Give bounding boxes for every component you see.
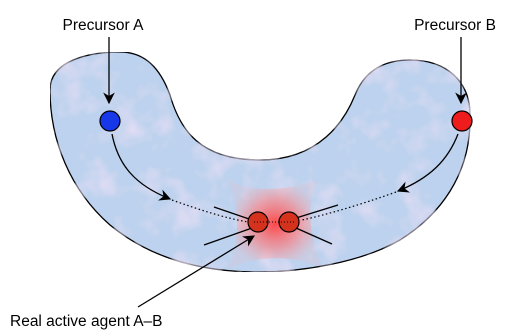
precursor-b-molecule (451, 110, 473, 132)
migration-path-b (396, 133, 459, 193)
reaction-vessel (49, 51, 471, 273)
bond-line (295, 204, 339, 219)
bond-line (295, 227, 333, 245)
bond-line (203, 227, 253, 246)
bond-line (213, 206, 253, 221)
label-precursor-b: Precursor B (414, 17, 496, 34)
pointer-arrow-product (137, 235, 255, 308)
reaction-glow (228, 180, 322, 268)
label-precursor-a: Precursor A (63, 17, 145, 34)
precursor-a-molecule (99, 110, 121, 132)
migration-path-a (111, 133, 172, 201)
migration-path-a-dotted (171, 199, 249, 223)
product-molecule (203, 204, 339, 246)
label-product: Real active agent A–B (10, 313, 163, 330)
